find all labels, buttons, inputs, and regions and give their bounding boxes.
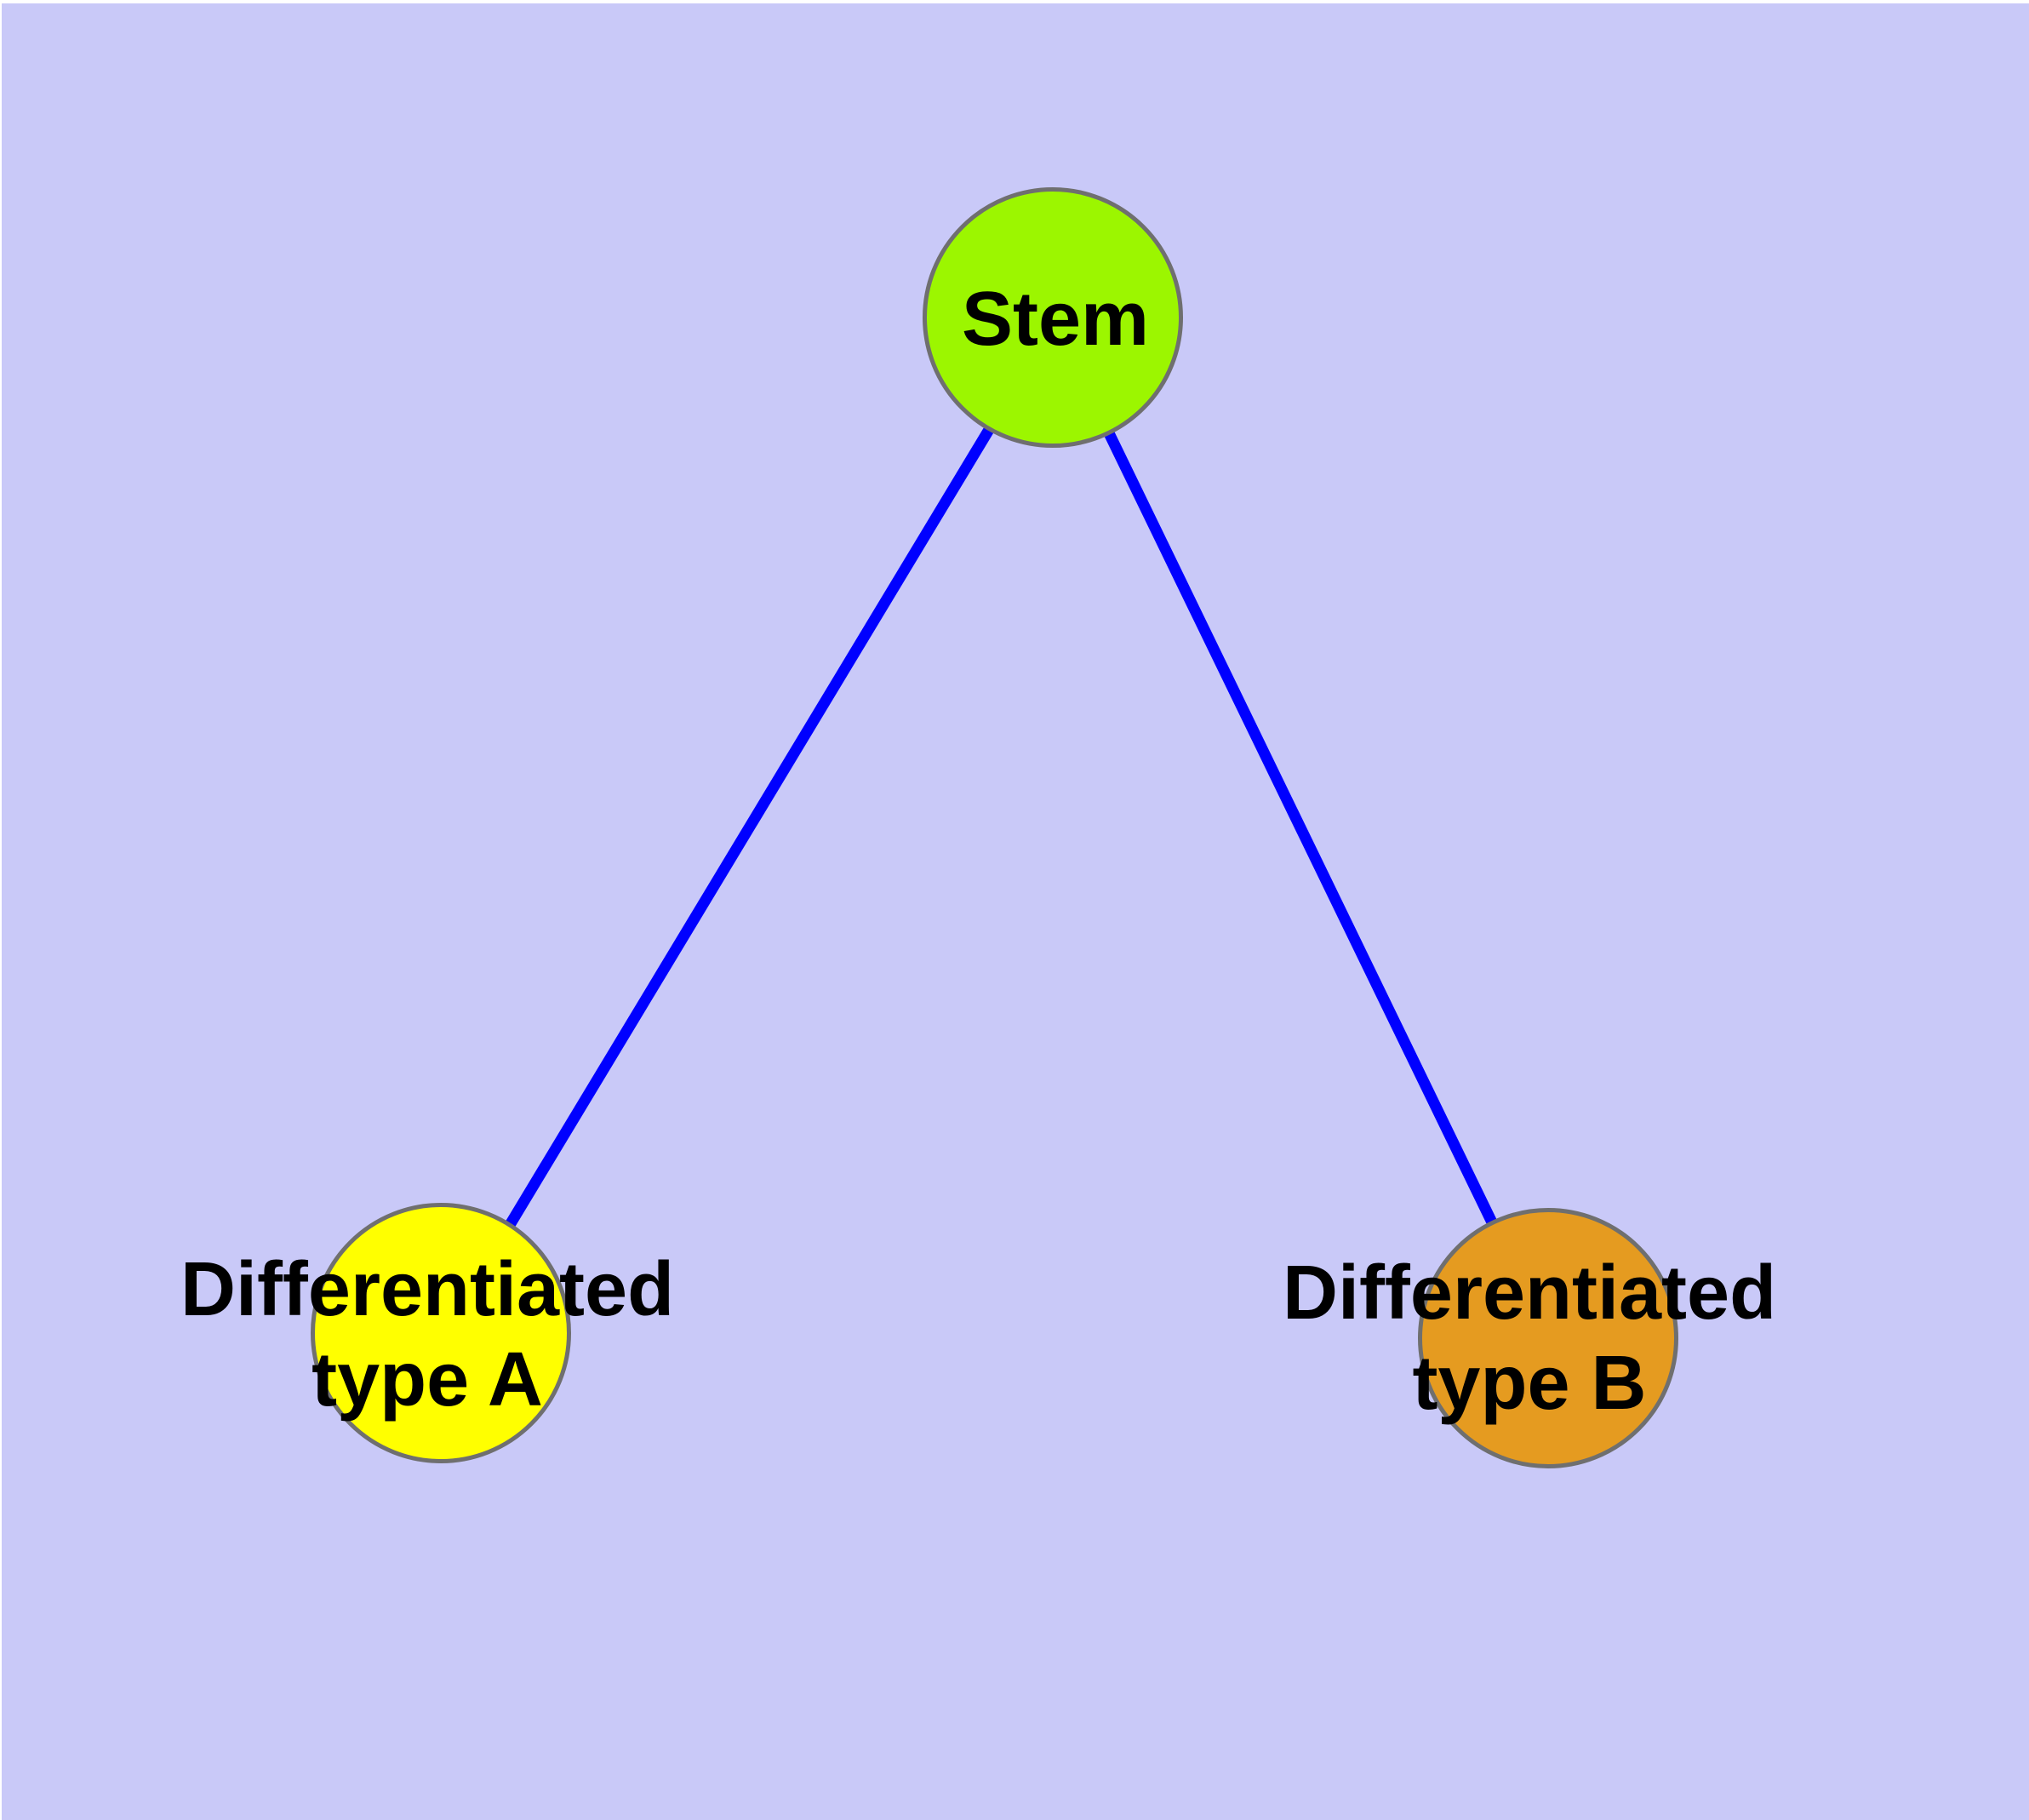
node-differentiated-type-a — [311, 1203, 571, 1463]
node-stem — [923, 187, 1183, 448]
node-label-differentiated-type-b: Differentiated type B — [1283, 1248, 1776, 1428]
node-differentiated-type-b — [1418, 1208, 1678, 1468]
label-line-2: type A — [311, 1337, 543, 1422]
edge-stem-to-type-b — [1049, 318, 1555, 1344]
node-label-stem: Stem — [961, 277, 1150, 362]
edges-layer — [437, 318, 1555, 1344]
label-line-1: Differentiated — [1282, 1251, 1777, 1336]
label-line-2: type B — [1412, 1341, 1647, 1426]
label-line-1: Differentiated — [180, 1247, 675, 1332]
diagram-background: Stem Differentiated type A Differentiate… — [2, 3, 2029, 1820]
edge-stem-to-type-a — [437, 318, 1060, 1340]
node-label-differentiated-type-a: Differentiated type A — [180, 1245, 674, 1425]
